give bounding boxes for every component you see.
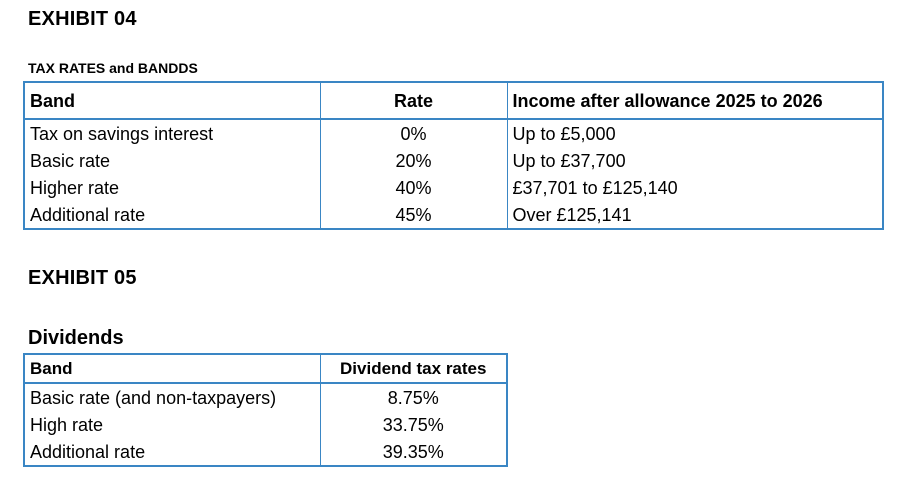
exhibit-05-title: EXHIBIT 05 bbox=[28, 267, 137, 289]
table-header-row: Band Rate Income after allowance 2025 to… bbox=[24, 82, 883, 120]
income-cell: Up to £37,700 bbox=[506, 147, 883, 174]
band-cell: Additional rate bbox=[30, 441, 146, 462]
dividends-caption: Dividends bbox=[28, 327, 124, 349]
table-row: Basic rate 20% Up to £37,700 bbox=[24, 147, 883, 174]
table-row: High rate 33.75% bbox=[24, 411, 507, 438]
exhibit-04-title: EXHIBIT 04 bbox=[28, 8, 137, 30]
income-cell: Over £125,141 bbox=[506, 201, 883, 229]
band-cell: Higher rate bbox=[30, 177, 120, 198]
band-cell: Basic rate (and non-taxpayers) bbox=[30, 387, 277, 408]
column-header-rate: Rate bbox=[319, 82, 507, 120]
rate-cell: 40% bbox=[319, 174, 507, 201]
rate-cell: 45% bbox=[319, 201, 507, 229]
income-cell: £37,701 to £125,140 bbox=[506, 174, 883, 201]
table-row: Additional rate 39.35% bbox=[24, 438, 507, 466]
band-cell: Additional rate bbox=[30, 204, 146, 225]
table-row: Basic rate (and non-taxpayers) 8.75% bbox=[24, 383, 507, 411]
table-row: Additional rate 45% Over £125,141 bbox=[24, 201, 883, 229]
column-header-income: Income after allowance 2025 to 2026 bbox=[506, 82, 883, 120]
band-cell: Tax on savings interest bbox=[30, 123, 214, 144]
table-row: Tax on savings interest 0% Up to £5,000 bbox=[24, 119, 883, 147]
column-header-dividend-rate: Dividend tax rates bbox=[319, 354, 507, 384]
dividend-rate-cell: 8.75% bbox=[319, 383, 507, 411]
band-cell: Basic rate bbox=[30, 150, 111, 171]
tax-rates-table: Band Rate Income after allowance 2025 to… bbox=[23, 81, 884, 230]
income-cell: Up to £5,000 bbox=[506, 119, 883, 147]
table-row: Higher rate 40% £37,701 to £125,140 bbox=[24, 174, 883, 201]
column-header-band: Band bbox=[24, 354, 320, 384]
rate-cell: 0% bbox=[319, 119, 507, 147]
table-header-row: Band Dividend tax rates bbox=[24, 354, 507, 384]
rate-cell: 20% bbox=[319, 147, 507, 174]
band-cell: High rate bbox=[30, 414, 104, 435]
column-header-band: Band bbox=[24, 82, 320, 120]
dividend-rate-cell: 39.35% bbox=[319, 438, 507, 466]
dividend-rates-table: Band Dividend tax rates Basic rate (and … bbox=[23, 353, 508, 467]
tax-rates-caption: TAX RATES and BANDDS bbox=[28, 60, 198, 76]
dividend-rate-cell: 33.75% bbox=[319, 411, 507, 438]
